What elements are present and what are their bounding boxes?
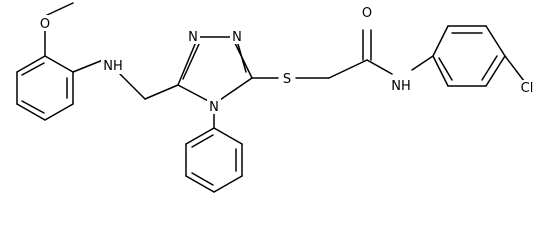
sulfur-label: S bbox=[283, 72, 291, 87]
aryl-to-chlorine-bond bbox=[504, 55, 525, 82]
methoxy-methyl-bond bbox=[44, 2, 74, 17]
methoxyphenyl-ring bbox=[16, 55, 74, 121]
chlorine-label: Cl bbox=[521, 81, 534, 96]
ch2-to-carbonyl-bond bbox=[328, 59, 368, 79]
carbonyl-oxygen-label: O bbox=[362, 6, 372, 21]
chlorophenyl-ring bbox=[432, 25, 506, 87]
phenyl-ring bbox=[185, 127, 243, 193]
triazole-n1-label: N bbox=[188, 30, 198, 45]
aryl-to-amine-bond bbox=[72, 59, 104, 73]
amine-to-ch2-bond bbox=[117, 71, 146, 100]
amide-nh-label: NH bbox=[391, 79, 411, 94]
carbonyl-to-nh-bond bbox=[366, 59, 393, 75]
molecule-structure: O NH N N N S O NH Cl bbox=[16, 2, 534, 193]
ch2-to-triazole-bond bbox=[144, 84, 179, 100]
triazole-ring bbox=[177, 36, 253, 105]
triazole-n2-label: N bbox=[232, 30, 242, 45]
nh-to-aryl-bond bbox=[411, 55, 434, 71]
methoxy-oxygen-label: O bbox=[40, 17, 50, 32]
amine-nh-label: NH bbox=[103, 59, 123, 74]
triazole-n4-label: N bbox=[209, 100, 219, 115]
